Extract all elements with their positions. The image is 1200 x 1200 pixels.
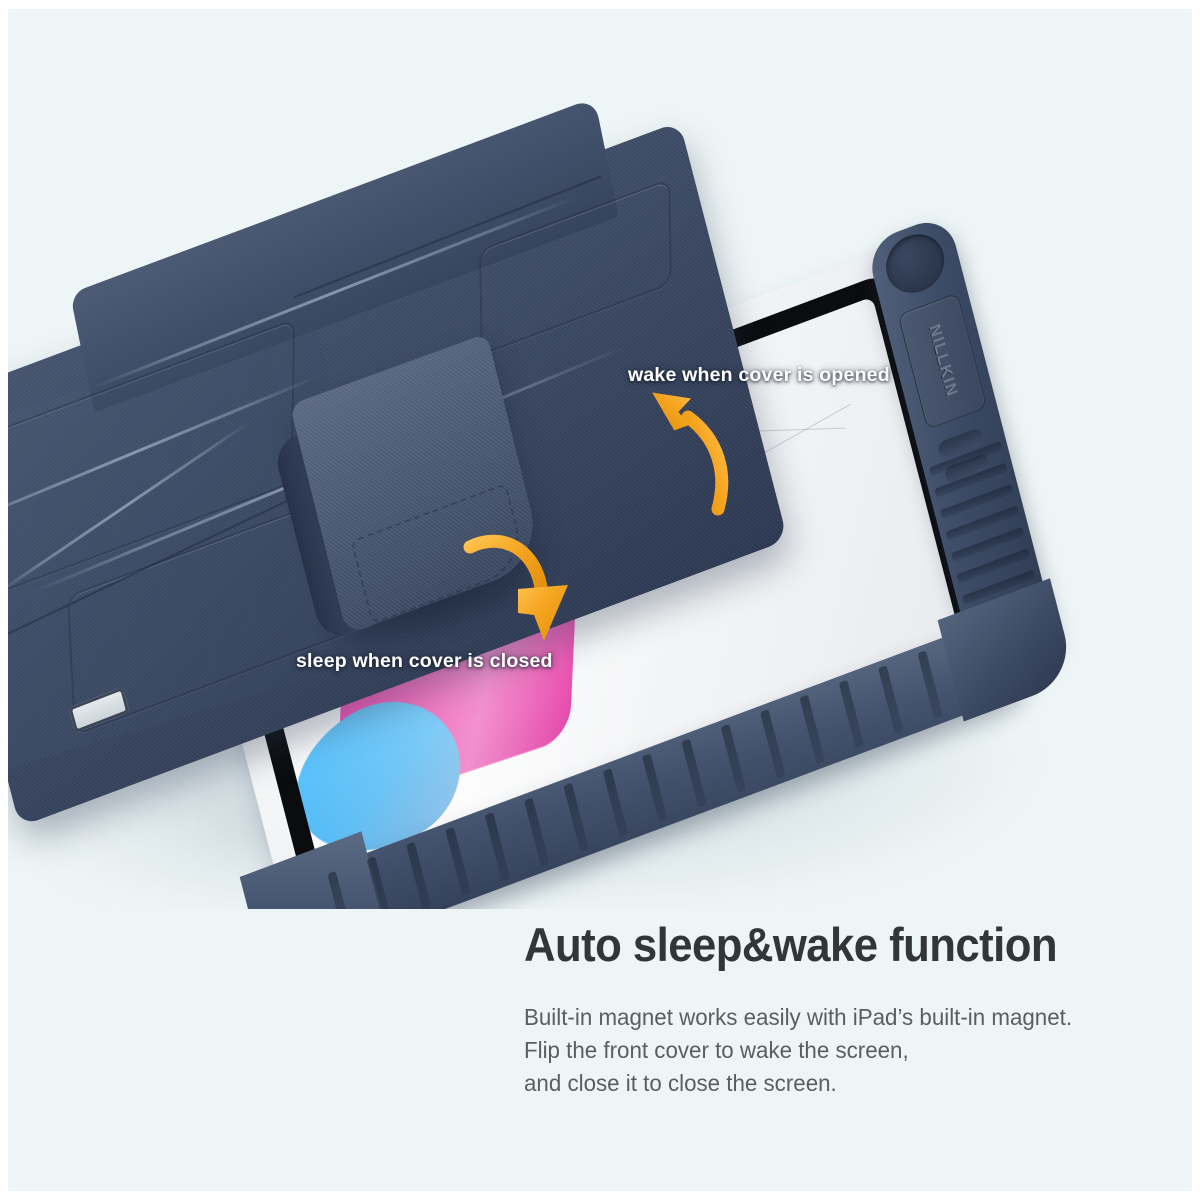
annotation-wake-label: wake when cover is opened: [628, 364, 890, 386]
copy-block: Auto sleep&wake function Built-in magnet…: [524, 917, 1164, 1100]
annotation-sleep-label: sleep when cover is closed: [296, 650, 553, 672]
wake-arrow-icon: [652, 392, 729, 516]
body-line-3: and close it to close the screen.: [524, 1070, 837, 1096]
product-photo: NILLKIN: [8, 9, 1192, 909]
body-line-1: Built-in magnet works easily with iPad’s…: [524, 1004, 1073, 1030]
body-line-2: Flip the front cover to wake the screen,: [524, 1037, 909, 1063]
image-canvas: NILLKIN: [8, 9, 1192, 1191]
headline: Auto sleep&wake function: [524, 918, 1058, 971]
body-copy: Built-in magnet works easily with iPad’s…: [524, 1001, 1132, 1100]
